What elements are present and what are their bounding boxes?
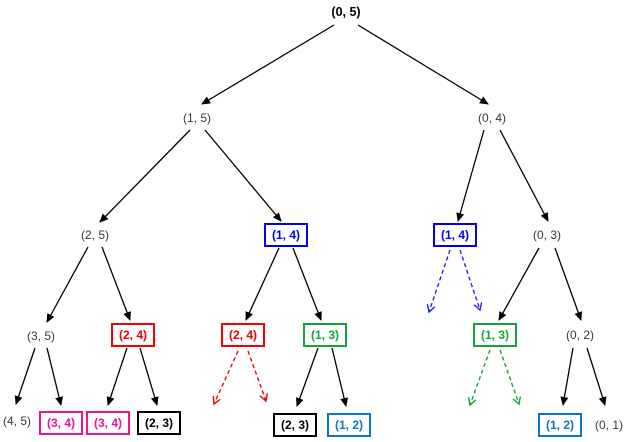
tree-node-0-2: (0, 2) xyxy=(562,325,598,345)
edge-n02-n12b xyxy=(560,347,574,406)
edge-n25-n24a xyxy=(101,246,131,321)
tree-node-1-4-right: (1, 4) xyxy=(432,223,478,247)
edge-n03-n13b xyxy=(498,247,540,321)
edge-n04-n14b xyxy=(456,129,485,222)
dashed-edge-n13b-left xyxy=(470,349,491,405)
tree-node-0-4: (0, 4) xyxy=(474,108,510,128)
tree-node-1-3-right: (1, 3) xyxy=(472,323,518,347)
edge-n24a-n34b xyxy=(106,347,128,406)
tree-node-3-5: (3, 5) xyxy=(23,326,59,346)
dashed-edge-n24b-left xyxy=(214,350,239,404)
tree-node-2-4-left: (2, 4) xyxy=(110,323,156,347)
tree-node-2-3-right: (2, 3) xyxy=(272,413,318,437)
edge-n14a-n24b xyxy=(245,247,280,321)
tree-node-2-3-left: (2, 3) xyxy=(136,411,182,435)
tree-node-0-3: (0, 3) xyxy=(529,225,565,245)
edge-n13a-n23b xyxy=(295,347,319,407)
edge-n04-n03 xyxy=(499,129,549,222)
tree-node-1-2-left: (1, 2) xyxy=(326,413,372,437)
tree-node-1-4-left: (1, 4) xyxy=(263,223,309,247)
edge-n05-n15 xyxy=(201,24,335,105)
tree-node-1-3-left: (1, 3) xyxy=(302,323,348,347)
edge-n02-n01 xyxy=(586,347,607,406)
dashed-edge-n24b-right xyxy=(247,350,266,401)
tree-node-4-5: (4, 5) xyxy=(0,411,35,431)
edge-n15-n14a xyxy=(204,129,282,222)
edge-n35-n45 xyxy=(14,347,36,405)
tree-node-1-2-right: (1, 2) xyxy=(537,413,583,437)
dashed-edge-n14b-left xyxy=(429,249,451,312)
edge-n25-n35 xyxy=(46,246,89,323)
edge-n35-n34a xyxy=(46,347,63,406)
tree-node-3-4-right: (3, 4) xyxy=(85,411,131,435)
dashed-edge-n14b-right xyxy=(459,249,480,310)
tree-node-2-5: (2, 5) xyxy=(77,225,113,245)
dashed-edge-n13b-right xyxy=(499,349,519,404)
edge-n15-n25 xyxy=(99,129,191,223)
edge-n14a-n13a xyxy=(292,247,322,321)
tree-node-3-4-left: (3, 4) xyxy=(38,411,84,435)
tree-node-0-5-root: (0, 5) xyxy=(328,1,364,23)
tree-node-0-1: (0, 1) xyxy=(591,415,627,435)
edge-n05-n04 xyxy=(357,24,489,105)
edge-n13a-n12a xyxy=(331,347,349,407)
tree-node-1-5: (1, 5) xyxy=(179,108,215,128)
edge-n24a-n23a xyxy=(139,347,159,406)
tree-node-2-4-right: (2, 4) xyxy=(220,323,266,347)
edge-n03-n02 xyxy=(554,247,583,321)
